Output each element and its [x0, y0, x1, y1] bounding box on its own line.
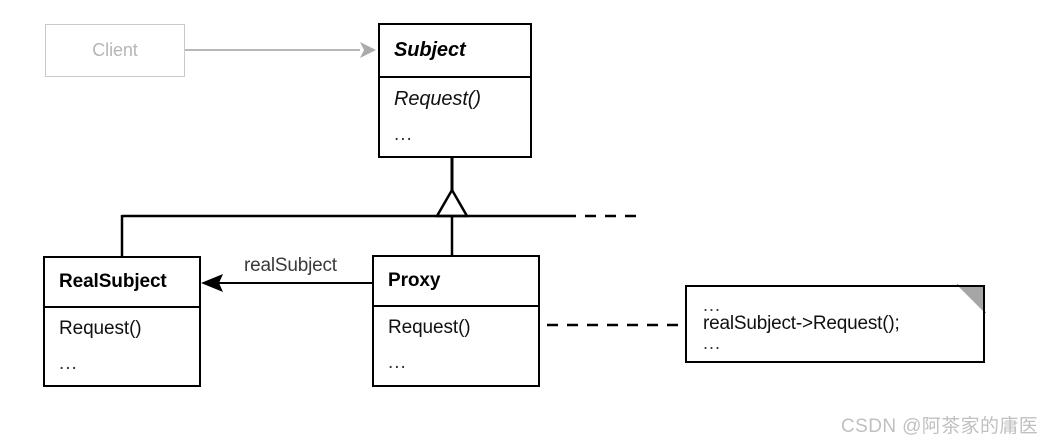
class-name-client: Client [92, 40, 138, 60]
realsubject-arrowhead-icon [201, 274, 223, 292]
member-realsubject-ellipsis: ... [59, 353, 78, 374]
class-members-subject: Request() ... [380, 76, 530, 156]
note-line-3: ... [703, 332, 722, 353]
note-line-1: ... [703, 295, 722, 315]
class-box-proxy[interactable]: Proxy Request() ... [372, 255, 540, 387]
class-name-subject: Subject [394, 39, 466, 61]
note-box[interactable]: ... realSubject->Request(); ... [685, 285, 985, 363]
member-proxy-ellipsis: ... [388, 352, 407, 373]
generalization-triangle-icon [434, 187, 470, 218]
class-members-realsubject: Request() ... [45, 306, 199, 385]
member-subject-ellipsis: ... [394, 124, 413, 145]
class-box-subject[interactable]: Subject Request() ... [378, 23, 532, 158]
client-arrowhead-icon [360, 42, 376, 58]
class-name-realsubject: RealSubject [59, 271, 167, 292]
class-box-realsubject[interactable]: RealSubject Request() ... [43, 256, 201, 387]
watermark-text: CSDN @阿茶家的庸医 [841, 416, 1039, 437]
class-box-client[interactable]: Client [45, 24, 185, 77]
association-role-label: realSubject [244, 255, 337, 276]
class-members-proxy: Request() ... [374, 305, 538, 385]
member-subject-request: Request() [394, 88, 481, 110]
note-fold-corner-icon [957, 287, 983, 313]
class-name-proxy: Proxy [388, 270, 441, 291]
member-proxy-request: Request() [388, 317, 471, 338]
note-line-2: realSubject->Request(); [703, 313, 900, 334]
member-realsubject-request: Request() [59, 318, 142, 339]
